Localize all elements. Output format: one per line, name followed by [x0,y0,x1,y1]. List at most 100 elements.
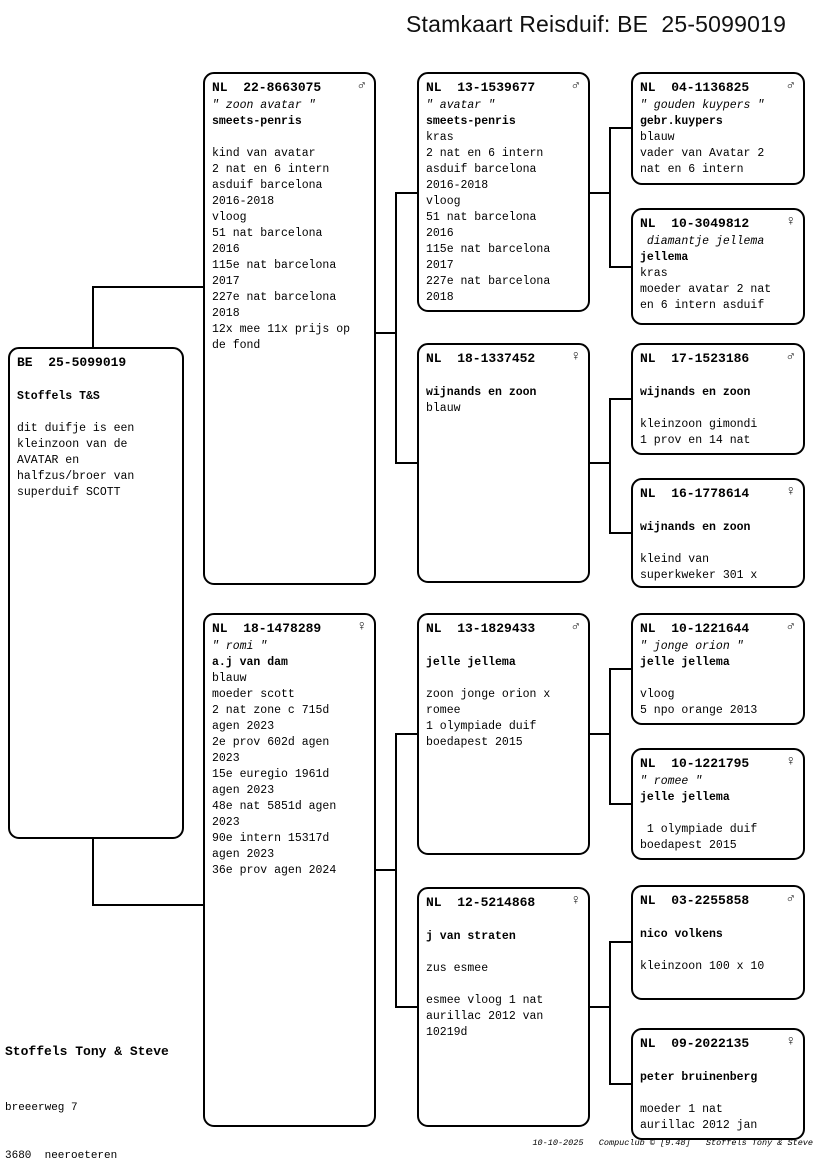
text-line: asduif barcelona [426,163,537,176]
box-lines: " zoon avatar "smeets-penris kind van av… [212,98,370,354]
text-line: kleind van [640,553,710,566]
text-line: aurillac 2012 van [426,1010,544,1023]
owner-address-line: 3680 neeroeteren [5,1150,118,1162]
text-line [640,806,799,822]
text-line: blauw [640,131,675,144]
text-line [212,130,370,146]
text-line: 227e nat barcelona [426,275,551,288]
text-line: kleinzoon gimondi [640,418,758,431]
text-line: " gouden kuypers " [640,99,765,112]
text-line: 2016 [212,243,240,256]
text-line: esmee vloog 1 nat [426,994,544,1007]
text-line: 2017 [212,275,240,288]
ring-row: NL 10-1221795 ♀ [640,755,799,772]
text-line [426,671,584,687]
pedigree-box-great-grandfather-4: NL 03-2255858 ♂ nico volkens kleinzoon 1… [631,885,805,1000]
box-lines: nico volkens kleinzoon 100 x 10 [640,911,799,975]
text-line [640,504,799,520]
text-line: 2023 [212,816,240,829]
connector-line [609,941,611,1085]
ring-row: NL 22-8663075 ♂ [212,79,370,96]
text-line: 15e euregio 1961d [212,768,330,781]
text-line: romee [426,704,461,717]
box-lines: j van straten zus esmee esmee vloog 1 na… [426,913,584,1041]
connector-line [609,398,631,400]
text-line: kras [426,131,454,144]
female-icon: ♀ [571,349,580,365]
text-line: AVATAR en [17,454,80,467]
pedigree-box-great-grandfather-1: NL 04-1136825 ♂ " gouden kuypers "gebr.k… [631,72,805,185]
text-line: 2016 [426,227,454,240]
text-line: wijnands en zoon [640,521,751,534]
text-line: 1 prov en 14 nat [640,434,751,447]
text-line: 2017 [426,259,454,272]
text-line: moeder 1 nat [640,1103,723,1116]
text-line: 115e nat barcelona [426,243,551,256]
connector-line [609,398,611,534]
ring-number: NL 10-1221795 [640,756,750,771]
text-line [640,369,799,385]
ring-number: NL 13-1539677 [426,80,536,95]
text-line: aurillac 2012 jan [640,1119,758,1132]
male-icon: ♂ [786,349,795,365]
text-line: kleinzoon van de [17,438,128,451]
text-line: " avatar " [426,99,496,112]
text-line: 2 nat zone c 715d [212,704,330,717]
connector-line [92,286,203,288]
text-line: " romee " [640,775,703,788]
connector-line [590,192,611,194]
pedigree-box-father: NL 22-8663075 ♂ " zoon avatar "smeets-pe… [203,72,376,585]
connector-line [609,1083,631,1085]
text-line: superduif SCOTT [17,486,121,499]
ring-number: NL 10-1221644 [640,621,750,636]
text-line [640,911,799,927]
text-line: de fond [212,339,261,352]
text-line: 48e nat 5851d agen [212,800,337,813]
connector-line [590,1006,611,1008]
connector-line [376,332,397,334]
text-line: 227e nat barcelona [212,291,337,304]
text-line [17,373,178,389]
text-line: dit duifje is een [17,422,135,435]
text-line [640,671,799,687]
connector-line [376,869,397,871]
text-line: smeets-penris [426,115,516,128]
text-line: 2023 [212,752,240,765]
pedigree-box-great-grandfather-3: NL 10-1221644 ♂ " jonge orion "jelle jel… [631,613,805,725]
text-line: boedapest 2015 [426,736,523,749]
text-line: j van straten [426,930,516,943]
text-line: vloog [426,195,461,208]
female-icon: ♀ [786,1034,795,1050]
ring-row: NL 03-2255858 ♂ [640,892,799,909]
pedigree-box-subject: BE 25-5099019 Stoffels T&S dit duifje is… [8,347,184,839]
connector-line [609,668,631,670]
ring-row: NL 10-3049812 ♀ [640,215,799,232]
text-line: nico volkens [640,928,723,941]
connector-line [92,286,94,347]
ring-row: NL 18-1478289 ♀ [212,620,370,637]
owner-address: breeerweg 7 3680 neeroeteren Tel.:047861… [5,1068,117,1172]
pedigree-box-great-grandfather-2: NL 17-1523186 ♂ wijnands en zoon kleinzo… [631,343,805,455]
ring-row: NL 16-1778614 ♀ [640,485,799,502]
ring-number: NL 18-1478289 [212,621,322,636]
text-line: jellema [640,251,689,264]
female-icon: ♀ [357,619,366,635]
connector-line [590,462,611,464]
text-line: a.j van dam [212,656,288,669]
text-line: gebr.kuypers [640,115,723,128]
text-line [640,943,799,959]
text-line: diamantje jellema [640,235,765,248]
text-line: wijnands en zoon [426,386,537,399]
text-line: 1 olympiade duif [640,823,758,836]
text-line: nat en 6 intern [640,163,744,176]
text-line: halfzus/broer van [17,470,135,483]
text-line [426,369,584,385]
text-line: jelle jellema [640,656,730,669]
